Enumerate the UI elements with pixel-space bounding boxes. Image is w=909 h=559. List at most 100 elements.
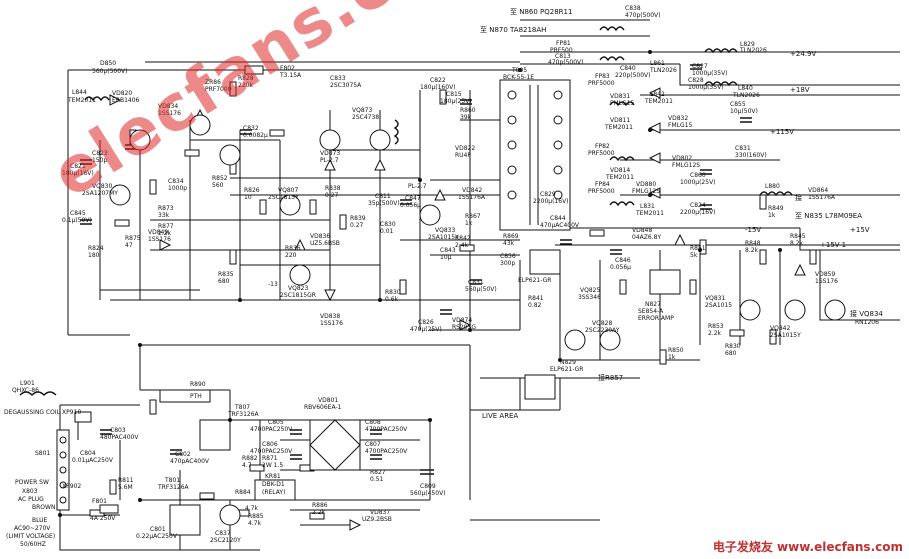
- label-c802: C802: [175, 451, 191, 458]
- label-c846-value: 0.056μ: [610, 264, 631, 271]
- label-r842: R842: [455, 235, 471, 242]
- label-c829-value: 2200μ(16V): [533, 198, 569, 205]
- label-vd859-value: 1SS176: [815, 278, 838, 285]
- label-c824-value: 2200μ(16V): [680, 209, 716, 216]
- label-vd832-value: FMLG15: [668, 122, 692, 129]
- label-vd848-value: 04AZ6.8Y: [632, 234, 661, 241]
- label-t807-value: TRF3126A: [227, 411, 260, 418]
- label-r845-value: 8.2k: [790, 240, 804, 247]
- label-r830-value: 0.6k: [385, 296, 399, 303]
- label-r852-value: 560: [212, 182, 224, 189]
- label-c830: C830: [380, 221, 396, 228]
- label-r838: R838: [325, 185, 341, 192]
- label-n835: 至 N835 L78M09EA: [795, 212, 862, 220]
- label-r849-value: 1k: [768, 212, 776, 219]
- label-degaussing-coil: DEGAUSSING COIL: [4, 409, 61, 416]
- label-vd822: VD822: [455, 145, 475, 152]
- label-l861-value: TLN2026: [649, 67, 677, 74]
- label-vd848: VD848: [632, 227, 652, 234]
- label-vq830-value: 2SA1207MY: [82, 190, 118, 197]
- label-vq828: VQ828: [592, 320, 612, 327]
- label-c809: C809: [420, 483, 436, 490]
- label-vd801-value: RBV606EA-1: [304, 404, 342, 411]
- label-c846: C846: [615, 257, 631, 264]
- label-c831: C831: [735, 145, 751, 152]
- label-r811-value: 5.6M: [118, 484, 133, 491]
- label-r836: R836: [285, 245, 301, 252]
- label-115v: +115V: [770, 128, 794, 136]
- label-c801: C801: [150, 526, 166, 533]
- label-error-amp: ERROR AMP: [638, 315, 674, 322]
- components: [19, 26, 846, 536]
- label-c823-value: 150p: [92, 157, 107, 164]
- label-c821-value: 100μ(16V): [62, 170, 94, 177]
- label-c856-value: 300p: [500, 260, 515, 267]
- label-r841: R841: [528, 295, 544, 302]
- label-r830b-value: 680: [725, 350, 737, 357]
- label-c806: C806: [262, 441, 278, 448]
- label-c847: C847: [405, 195, 421, 202]
- label-c840: C840: [620, 65, 636, 72]
- label-c811: C811: [375, 193, 391, 200]
- label-c805: C805: [268, 419, 284, 426]
- label-zr86: ZR86: [205, 79, 221, 86]
- label-vq830: VQ830: [92, 183, 112, 190]
- label-f801: F801: [92, 498, 107, 505]
- label-r848: R848: [745, 240, 761, 247]
- label-fp83-value: PRF5000: [588, 80, 615, 87]
- label-l829: L829: [740, 41, 755, 48]
- label-zr86-value: PRF7000: [205, 86, 232, 93]
- label-c833: C833: [330, 75, 346, 82]
- label-r826: R826: [244, 187, 260, 194]
- label-fp81: FP81: [556, 40, 571, 47]
- label-l842-value: TEM2011: [644, 98, 673, 105]
- label-l901: L901: [20, 380, 35, 387]
- label-f802: F802: [280, 65, 295, 72]
- label-r827-value: 0.51: [370, 476, 384, 483]
- label-c815-value: 180μ(25V): [440, 98, 472, 105]
- label-ac-plug: AC PLUG: [18, 496, 44, 503]
- label-c860-value: 1000μ(25V): [680, 179, 716, 186]
- label-t807: T807: [234, 404, 250, 411]
- label-c834-value: 1000p: [168, 185, 187, 192]
- label-vq823-value: 2SC1815GR: [280, 292, 316, 299]
- label-vq833: VQ833: [435, 227, 455, 234]
- label-vd837: VD837: [370, 509, 390, 516]
- label-d850-value: 560p(500V): [92, 68, 128, 75]
- label-c845-value: 0.1μ(50V): [62, 217, 92, 224]
- label-24v9: +24.9V: [790, 50, 816, 58]
- label-vd831-value: FMLG15: [610, 100, 634, 107]
- label-vd801: VD801: [318, 397, 338, 404]
- label-r875: R875: [125, 235, 141, 242]
- label-c856: C856: [500, 253, 516, 260]
- label-l829-value: TLN2026: [739, 47, 767, 54]
- label-vd842-value: 1SS176A: [458, 194, 486, 201]
- label-r869-value: 43k: [503, 240, 515, 247]
- label-l840: L840: [738, 85, 753, 92]
- label-c822: C822: [430, 77, 446, 84]
- label-vd838: VD838: [320, 313, 340, 320]
- label-vq807: VQ807: [278, 187, 298, 194]
- label-r849: R849: [768, 205, 784, 212]
- label-r885: R885: [248, 513, 264, 520]
- label-vd837-value: UZ9.2BSB: [362, 516, 392, 523]
- label-c823: C823: [92, 150, 108, 157]
- label-r877-value: 2.2k: [158, 230, 172, 237]
- label-fp84-value: PRF5000: [588, 188, 615, 195]
- label-r877: R877: [158, 223, 174, 230]
- label-r860-value: 39k: [460, 114, 472, 121]
- label-c844: C844: [550, 215, 566, 222]
- label-t801: T801: [164, 477, 180, 484]
- label-pl-2-7: PL-2.7: [408, 183, 427, 190]
- label-c813-value: 470p(500V): [548, 59, 584, 66]
- label-n860: 至 N860 PQ28R11: [510, 8, 572, 16]
- label-r860: R860: [460, 107, 476, 114]
- label-l880: L880: [765, 183, 780, 190]
- label-r873-value: 33k: [158, 212, 170, 219]
- label-c832-value: 0.0082μ: [243, 132, 268, 139]
- label-c831b-value: 560μ(50V): [465, 286, 497, 293]
- label-kr81-value: DBK-D1: [262, 481, 285, 488]
- label-xp902: XP902: [62, 483, 81, 490]
- label-r827: R827: [370, 469, 386, 476]
- label-vd802-value: FMLG12S: [672, 162, 700, 169]
